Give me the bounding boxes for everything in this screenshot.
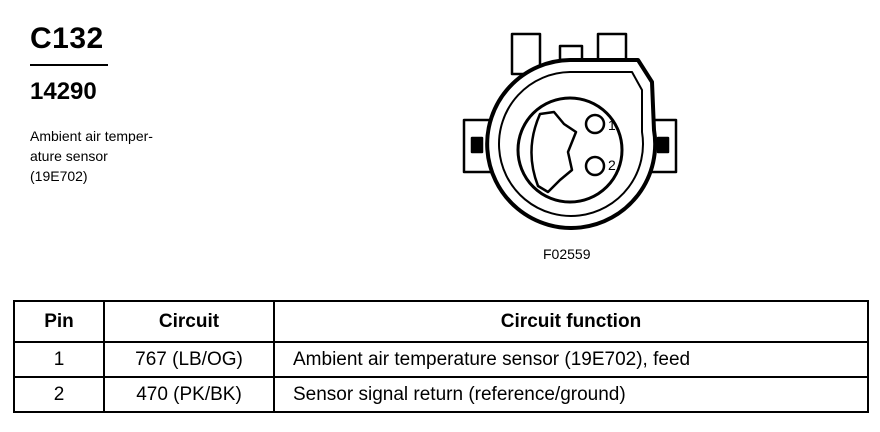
description-line: (19E702) (30, 168, 88, 184)
cell-circuit: 767 (LB/OG) (103, 341, 275, 378)
side-tab-slot (656, 136, 670, 154)
pin-socket-1 (584, 113, 606, 135)
connector-description: Ambient air temper- ature sensor (19E702… (30, 126, 153, 186)
table-row: 2 470 (PK/BK) Sensor signal return (refe… (13, 376, 869, 413)
side-tab-slot (470, 136, 484, 154)
connector-id-underline (30, 64, 108, 66)
keying-feature (530, 110, 578, 194)
cell-function: Ambient air temperature sensor (19E702),… (273, 341, 869, 378)
connector-id: C132 (30, 22, 104, 55)
pin-label-1: 1 (608, 117, 616, 133)
cell-pin: 2 (13, 376, 105, 413)
pin-socket-2 (584, 155, 606, 177)
table-header-row: Pin Circuit Circuit function (13, 300, 869, 343)
table-row: 1 767 (LB/OG) Ambient air temperature se… (13, 341, 869, 378)
figure-id: F02559 (543, 246, 591, 262)
cell-circuit: 470 (PK/BK) (103, 376, 275, 413)
description-line: Ambient air temper- (30, 128, 153, 144)
cell-function: Sensor signal return (reference/ground) (273, 376, 869, 413)
header-function: Circuit function (273, 300, 869, 343)
connector-diagram: 1 2 (462, 32, 678, 230)
cell-pin: 1 (13, 341, 105, 378)
part-number: 14290 (30, 78, 97, 105)
header-pin: Pin (13, 300, 105, 343)
pin-table: Pin Circuit Circuit function 1 767 (LB/O… (13, 300, 869, 413)
header-circuit: Circuit (103, 300, 275, 343)
description-line: ature sensor (30, 148, 108, 164)
pin-label-2: 2 (608, 157, 616, 173)
